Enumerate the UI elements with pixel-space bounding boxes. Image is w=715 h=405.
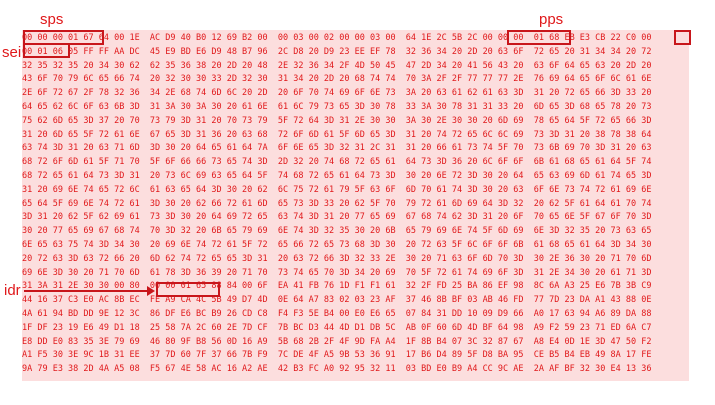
hex-row: 31 20 69 6E 74 65 72 6C 61 63 65 64 3D 3… — [22, 184, 652, 195]
hex-row: 6E 65 63 75 74 3D 34 30 20 69 6E 74 72 6… — [22, 240, 652, 250]
idr-label: idr — [4, 282, 21, 299]
hex-row: 32 35 32 35 20 34 30 62 62 35 36 38 20 2… — [22, 60, 652, 71]
hex-row: E8 DD E0 83 35 3E 79 69 46 80 9F B8 56 0… — [22, 336, 652, 347]
hex-row: 30 20 77 65 69 67 68 74 70 3D 32 20 6B 6… — [22, 226, 652, 237]
hex-row: 9A 79 E3 38 2D 4A A5 08 F5 67 4E 58 AC 1… — [22, 364, 652, 375]
idr-arrow-head-icon — [147, 286, 155, 296]
hex-dump: 00 00 00 01 67 64 00 1E AC D9 40 B0 12 6… — [22, 30, 689, 381]
hex-row: 69 6E 3D 30 20 71 70 6D 61 78 3D 36 39 2… — [22, 267, 652, 278]
hex-row: 20 72 63 3D 63 72 66 20 6D 62 74 72 65 6… — [22, 253, 652, 264]
hex-row: 4A 61 94 BD DD 9E 12 3C 86 DF E6 BC B9 2… — [22, 309, 652, 319]
hex-row: 64 65 62 6C 6F 63 6B 3D 31 3A 30 3A 30 2… — [22, 102, 652, 112]
hex-row: 68 72 6F 6D 61 5F 71 70 5F 6F 66 66 73 6… — [22, 157, 652, 168]
hex-row: 1F DF 23 19 E6 49 D1 18 25 58 7A 2C 60 2… — [22, 322, 652, 333]
hex-row: 43 6F 70 79 6C 65 66 74 20 32 30 30 33 2… — [22, 74, 652, 85]
idr-arrow-line — [24, 290, 148, 292]
hex-row: 00 01 06 05 FF FF AA DC 45 E9 BD E6 D9 4… — [22, 46, 652, 57]
hex-row: 31 3A 31 2E 30 30 00 80 00 00 01 65 88 8… — [22, 281, 652, 292]
hex-row: 68 72 65 61 64 73 3D 31 20 73 6C 69 63 6… — [22, 171, 652, 181]
hex-row: 63 74 3D 31 20 63 71 6D 3D 30 20 64 65 6… — [22, 143, 652, 154]
sps-label: sps — [40, 11, 64, 28]
hex-row: 65 64 5F 69 6E 74 72 61 3D 30 20 62 66 7… — [22, 198, 652, 209]
hex-row: 44 16 37 C3 E0 AC 8B EC FE A9 CA 4C 5B 4… — [22, 295, 652, 306]
hex-row: 3D 31 20 62 5F 62 69 61 73 3D 30 20 64 6… — [22, 212, 652, 223]
hex-row: 75 62 6D 65 3D 37 20 70 73 79 3D 31 20 7… — [22, 115, 652, 126]
hex-row: 00 00 00 01 67 64 00 1E AC D9 40 B0 12 6… — [22, 33, 652, 43]
hex-row: 2E 6F 72 67 2F 78 32 36 34 2E 68 74 6D 6… — [22, 88, 652, 99]
pps-label: pps — [539, 11, 564, 28]
hex-row: A1 F5 30 3E 9C 1B 31 EE 37 7D 60 7F 37 6… — [22, 350, 652, 361]
hex-row: 31 20 6D 65 5F 72 61 6E 67 65 3D 31 36 2… — [22, 129, 652, 140]
sei-label: sei — [2, 44, 22, 61]
